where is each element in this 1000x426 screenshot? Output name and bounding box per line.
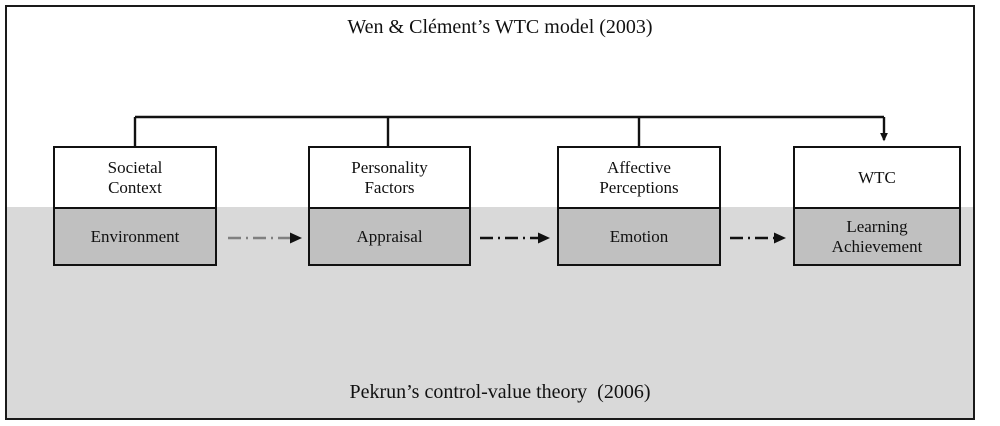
node-label-appraisal: Appraisal: [356, 226, 423, 246]
top-model-title: Wen & Clément’s WTC model (2003): [347, 16, 653, 38]
node-personality-factors: Personality Factors Appraisal: [308, 146, 471, 266]
node-affective-perceptions: Affective Perceptions Emotion: [557, 146, 721, 266]
node-label-affective-perceptions: Affective Perceptions: [599, 157, 679, 197]
node-upper-affective-perceptions: Affective Perceptions: [559, 148, 719, 209]
bottom-theory-title: Pekrun’s control-value theory (2006): [349, 381, 651, 403]
node-label-societal-context: Societal Context: [107, 157, 163, 197]
node-lower-appraisal: Appraisal: [310, 209, 469, 264]
node-lower-environment: Environment: [55, 209, 215, 264]
node-label-environment: Environment: [90, 226, 180, 246]
node-label-personality-factors: Personality Factors: [351, 157, 428, 197]
node-label-wtc: WTC: [858, 167, 896, 187]
node-upper-personality-factors: Personality Factors: [310, 148, 469, 209]
node-upper-wtc: WTC: [795, 148, 959, 209]
node-upper-societal-context: Societal Context: [55, 148, 215, 209]
node-label-learning-achievement: Learning Achievement: [831, 216, 923, 256]
node-societal-context: Societal Context Environment: [53, 146, 217, 266]
node-lower-emotion: Emotion: [559, 209, 719, 264]
node-lower-learning-achievement: Learning Achievement: [795, 209, 959, 264]
node-label-emotion: Emotion: [609, 226, 669, 246]
node-wtc: WTC Learning Achievement: [793, 146, 961, 266]
